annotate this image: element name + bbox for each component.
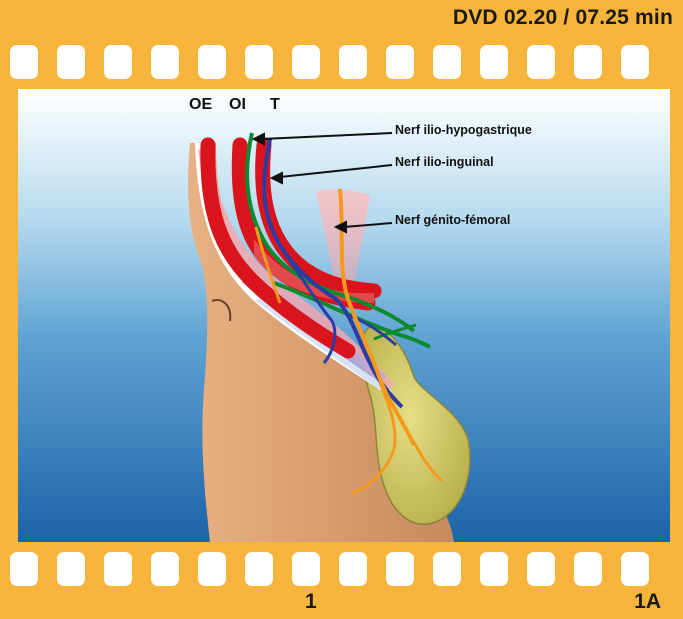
label-oe: OE <box>189 96 212 114</box>
label-t: T <box>270 96 280 114</box>
label-nerf-ilio-hypogastrique: Nerf ilio-hypogastrique <box>395 123 532 137</box>
anatomy-illustration: OE OI T Nerf ilio-hypogastrique Nerf ili… <box>18 89 670 542</box>
label-oi: OI <box>229 96 246 114</box>
inguinal-anatomy-diagram <box>18 89 670 542</box>
timecode-label: DVD 02.20 / 07.25 min <box>453 6 673 30</box>
label-nerf-genito-femoral: Nerf génito-fémoral <box>395 213 510 227</box>
frame-number: 1 <box>305 590 317 614</box>
frame-id: 1A <box>634 590 661 614</box>
label-nerf-ilio-inguinal: Nerf ilio-inguinal <box>395 155 494 169</box>
